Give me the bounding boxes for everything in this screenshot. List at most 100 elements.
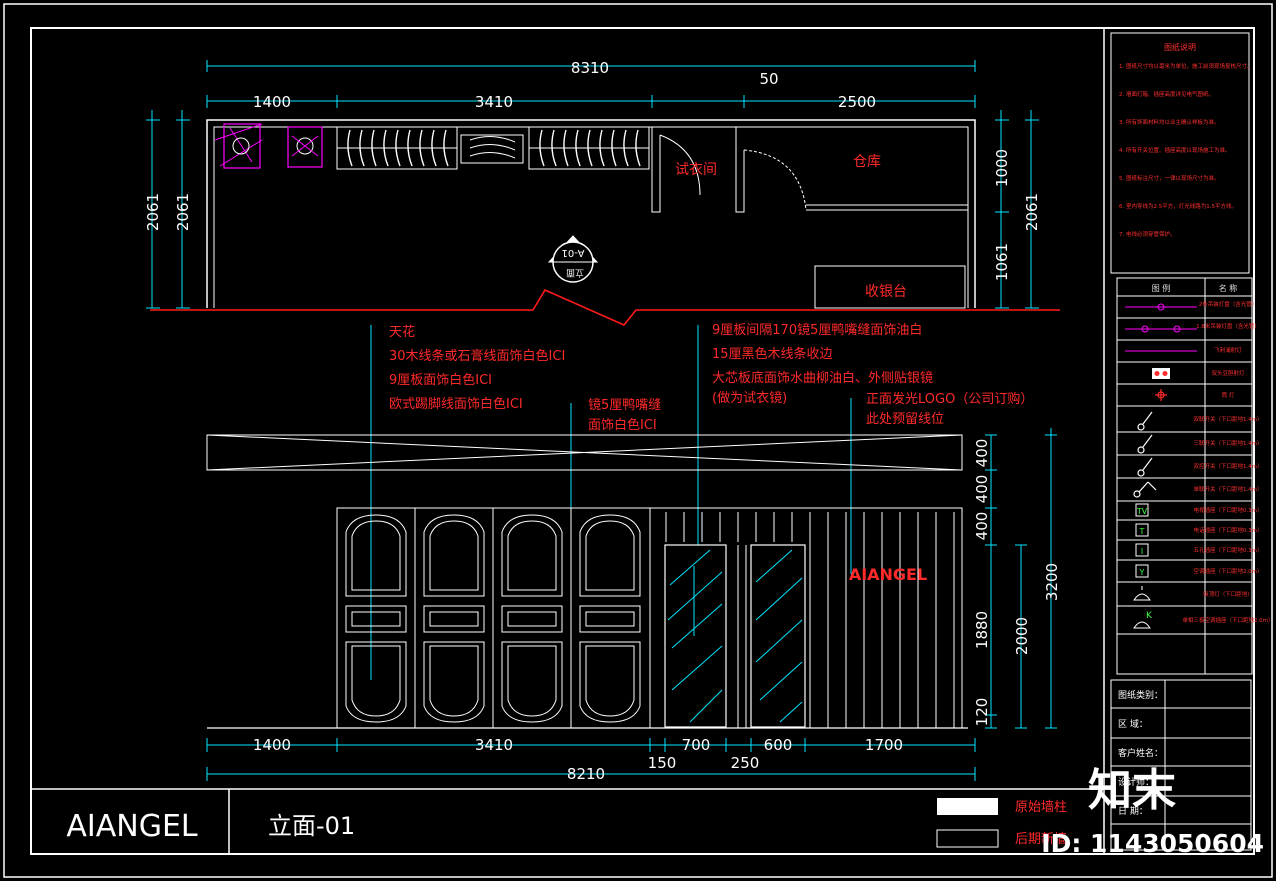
note-item-4: 4. 所有开关位置、插座高度以现场施工为准。 — [1119, 146, 1231, 154]
annotation-logo-2: 此处预留线位 — [866, 412, 944, 427]
info-label-category: 图纸类别： — [1118, 689, 1163, 701]
plan-dimension-lines — [146, 60, 1039, 309]
dim-elev-right-3: 400 — [973, 512, 991, 541]
dim-elev-bottom-1: 1400 — [253, 736, 291, 754]
annotation-mirror-seam-1: 镜5厘鸭嘴缝 — [588, 398, 661, 413]
dim-elev-right-1: 400 — [973, 439, 991, 468]
annotation-fitting-mirror: (做为试衣镜) — [712, 390, 787, 406]
legend-label-new: 后期新墙 — [1015, 831, 1067, 847]
marker-id: A-01 — [562, 247, 585, 258]
fitting-mirrors — [664, 544, 806, 728]
room-label-cashier: 收银台 — [865, 284, 907, 300]
outer-border — [3, 3, 1273, 878]
fitting-room — [651, 127, 968, 213]
ceiling-beam — [206, 434, 963, 471]
svg-text:Y: Y — [1139, 568, 1145, 577]
dim-overall-plan: 8310 — [571, 59, 609, 77]
dim-plan-right-1: 1000 — [993, 149, 1011, 187]
marker-label: 立面 — [566, 267, 584, 279]
note-item-7: 7. 电线必须穿管保护。 — [1119, 230, 1176, 238]
section-cut-line — [150, 288, 1060, 326]
legend-row-11: 电话插座（下口距地0.3m） — [1193, 526, 1262, 534]
svg-text:K: K — [1146, 611, 1153, 621]
dim-elev-small-2: 250 — [731, 754, 760, 772]
svg-text:I: I — [1141, 547, 1143, 556]
dim-elev-bottom-5: 1700 — [865, 736, 903, 754]
svg-text:TV: TV — [1136, 507, 1148, 516]
slatted-wall-section — [649, 507, 963, 729]
legend-row-1: 2条吊装灯盘（含光管） — [1199, 300, 1258, 308]
legend-header-name: 名 称 — [1219, 283, 1238, 293]
info-label-area: 区 域： — [1118, 718, 1148, 730]
legend-table-grid — [1116, 277, 1253, 675]
annotation-ceiling: 天花 — [389, 324, 415, 340]
annotation-mirror-board: 大芯板底面饰水曲柳油白、外侧贴银镜 — [712, 370, 933, 386]
clothing-rack — [336, 126, 650, 170]
display-fixture-left — [214, 123, 323, 169]
floor-plan: 试衣间 仓库 收银台 A-01 立面 — [150, 119, 1060, 326]
legend-label-original: 原始墙柱 — [1015, 800, 1067, 815]
notes-title: 图纸说明 — [1164, 42, 1196, 52]
mirror-right — [750, 544, 806, 728]
note-item-1: 1. 图纸尺寸均以毫米为单位，施工前须现场复核尺寸。 — [1119, 62, 1253, 70]
info-table-grid — [1110, 679, 1252, 851]
mirror-left — [664, 544, 727, 728]
annotation-mirror-seam-2: 面饰白色ICI — [588, 417, 657, 433]
legend-swatch-original — [937, 798, 998, 815]
dim-plan-top-1: 1400 — [253, 93, 291, 111]
watermark: 知末 ID: 1143050604 — [1041, 765, 1264, 858]
info-label-date: 日 期： — [1118, 806, 1148, 817]
legend-header-symbol: 图 例 — [1152, 283, 1171, 293]
dim-elev-far-right-1: 2000 — [1013, 617, 1031, 655]
annotation-panel-spacing: 9厘板间隔170镜5厘鸭嘴缝面饰油白 — [712, 322, 922, 338]
legend-row-9: 单联开关（下口距地1.4m） — [1193, 485, 1262, 493]
legend-row-15: 单相三极空调插座（下口距地2.0m） — [1182, 616, 1273, 624]
legend-row-12: 五孔插座（下口距地0.3m） — [1193, 546, 1262, 554]
info-label-designer: 设计师： — [1118, 776, 1154, 788]
elevation-dimension-lines — [206, 428, 1057, 781]
annotation-logo-1: 正面发光LOGO（公司订购） — [866, 391, 1033, 407]
title-brand: AIANGEL — [66, 809, 198, 844]
legend-row-8: 双控开关（下口距地1.4m） — [1193, 462, 1262, 470]
note-item-5: 5. 图纸标注尺寸，一律以现场尺寸为准。 — [1119, 174, 1220, 182]
legend-row-6: 双联开关（下口距地1.4m） — [1193, 415, 1262, 423]
title-drawing-name: 立面-01 — [268, 812, 355, 840]
dim-elev-small-1: 150 — [648, 754, 677, 772]
dim-elev-right-2: 400 — [973, 475, 991, 504]
legend-row-2: 1.8米吊装灯盘（含光管） — [1196, 322, 1260, 330]
wall-logo: AIANGEL — [849, 565, 927, 584]
legend-row-7: 三联开关（下口距地1.4m） — [1193, 439, 1262, 447]
dim-plan-right-2: 1061 — [993, 243, 1011, 281]
annotation-black-trim: 15厘黑色木线条收边 — [712, 346, 833, 362]
svg-text:T: T — [1139, 527, 1145, 536]
dim-elev-bottom-4: 600 — [764, 736, 793, 754]
legend-symbols: TV T I Y K — [1125, 303, 1197, 629]
elevation — [206, 434, 968, 729]
dim-plan-left-1: 2061 — [144, 193, 162, 231]
legend-row-14: 吸顶灯（下口距地） — [1203, 590, 1253, 598]
watermark-logo: 知末 — [1088, 765, 1176, 816]
annotation-molding: 30木线条或石膏线面饰白色ICI — [389, 348, 565, 364]
annotation-board: 9厘板面饰白色ICI — [389, 372, 492, 388]
dim-elev-right-5: 120 — [973, 698, 991, 727]
watermark-id: ID: 1143050604 — [1041, 829, 1264, 858]
annotation-skirting: 欧式踢脚线面饰白色ICI — [389, 396, 523, 412]
dim-elev-bottom-2: 3410 — [475, 736, 513, 754]
dim-plan-top-4: 2500 — [838, 93, 876, 111]
dim-plan-top-2: 3410 — [475, 93, 513, 111]
drawing-frame — [30, 27, 1255, 855]
legend-row-3: 飞利浦射灯 — [1214, 346, 1242, 354]
note-item-6: 6. 室内导线为2.5平方，灯光线路为1.5平方线。 — [1119, 202, 1237, 210]
cashier-counter — [814, 265, 966, 309]
note-item-2: 2. 墙面灯箱、插座高度详见电气图纸。 — [1119, 90, 1214, 98]
legend-row-10: 电视插座（下口距地0.3m） — [1193, 506, 1262, 514]
dim-plan-right-3: 2061 — [1023, 193, 1041, 231]
legend-row-4: 双头豆胆射灯 — [1211, 369, 1245, 377]
dim-plan-left-2: 2061 — [174, 193, 192, 231]
room-label-fitting: 试衣间 — [675, 162, 717, 178]
dim-elev-bottom-3: 700 — [682, 736, 711, 754]
info-label-client: 客户姓名： — [1118, 747, 1163, 759]
dim-elev-far-right-2: 3200 — [1043, 563, 1061, 601]
dim-elev-overall: 8210 — [567, 765, 605, 783]
